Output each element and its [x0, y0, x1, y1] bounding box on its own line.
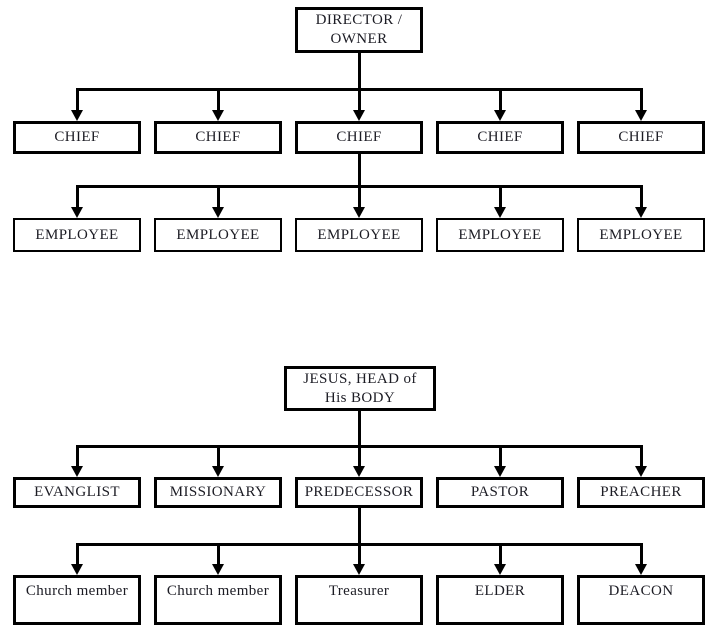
connector-drop: [358, 543, 361, 564]
node-elder: ELDER: [436, 575, 564, 625]
node-preacher: PREACHER: [577, 477, 705, 508]
arrow-down-icon: [635, 207, 647, 218]
arrow-down-icon: [71, 207, 83, 218]
connector-drop: [640, 543, 643, 564]
connector-drop: [76, 543, 79, 564]
connector-drop: [640, 185, 643, 207]
connector-stem: [358, 154, 361, 188]
arrow-down-icon: [212, 110, 224, 121]
arrow-down-icon: [212, 466, 224, 477]
connector-drop: [76, 88, 79, 110]
node-jesus-head: JESUS, HEAD of His BODY: [284, 366, 436, 411]
arrow-down-icon: [353, 564, 365, 575]
arrow-down-icon: [635, 110, 647, 121]
arrow-down-icon: [494, 110, 506, 121]
connector-drop: [217, 543, 220, 564]
arrow-down-icon: [494, 564, 506, 575]
node-deacon: DEACON: [577, 575, 705, 625]
connector-drop: [358, 445, 361, 466]
connector-drop: [640, 88, 643, 110]
arrow-down-icon: [212, 207, 224, 218]
connector-drop: [499, 185, 502, 207]
connector-drop: [76, 185, 79, 207]
node-chief-2: CHIEF: [154, 121, 282, 154]
arrow-down-icon: [353, 466, 365, 477]
node-employee-1: EMPLOYEE: [13, 218, 141, 252]
arrow-down-icon: [353, 110, 365, 121]
connector-drop: [217, 88, 220, 110]
connector-drop: [76, 445, 79, 466]
connector-drop: [217, 185, 220, 207]
node-treasurer: Treasurer: [295, 575, 423, 625]
node-church-member-2: Church member: [154, 575, 282, 625]
node-church-member-1: Church member: [13, 575, 141, 625]
node-chief-1: CHIEF: [13, 121, 141, 154]
node-chief-3: CHIEF: [295, 121, 423, 154]
arrow-down-icon: [71, 110, 83, 121]
arrow-down-icon: [353, 207, 365, 218]
node-employee-5: EMPLOYEE: [577, 218, 705, 252]
node-missionary: MISSIONARY: [154, 477, 282, 508]
node-employee-2: EMPLOYEE: [154, 218, 282, 252]
node-evanglist: EVANGLIST: [13, 477, 141, 508]
node-employee-3: EMPLOYEE: [295, 218, 423, 252]
connector-drop: [358, 88, 361, 110]
connector-drop: [499, 543, 502, 564]
node-director-owner: DIRECTOR / OWNER: [295, 7, 423, 53]
arrow-down-icon: [494, 207, 506, 218]
node-chief-4: CHIEF: [436, 121, 564, 154]
arrow-down-icon: [71, 564, 83, 575]
arrow-down-icon: [71, 466, 83, 477]
arrow-down-icon: [212, 564, 224, 575]
connector-stem: [358, 508, 361, 546]
arrow-down-icon: [494, 466, 506, 477]
node-pastor: PASTOR: [436, 477, 564, 508]
arrow-down-icon: [635, 564, 647, 575]
connector-stem: [358, 411, 361, 448]
connector-drop: [217, 445, 220, 466]
node-predecessor: PREDECESSOR: [295, 477, 423, 508]
connector-stem: [358, 53, 361, 91]
connector-drop: [358, 185, 361, 207]
node-chief-5: CHIEF: [577, 121, 705, 154]
connector-drop: [640, 445, 643, 466]
arrow-down-icon: [635, 466, 647, 477]
node-employee-4: EMPLOYEE: [436, 218, 564, 252]
connector-drop: [499, 88, 502, 110]
connector-drop: [499, 445, 502, 466]
